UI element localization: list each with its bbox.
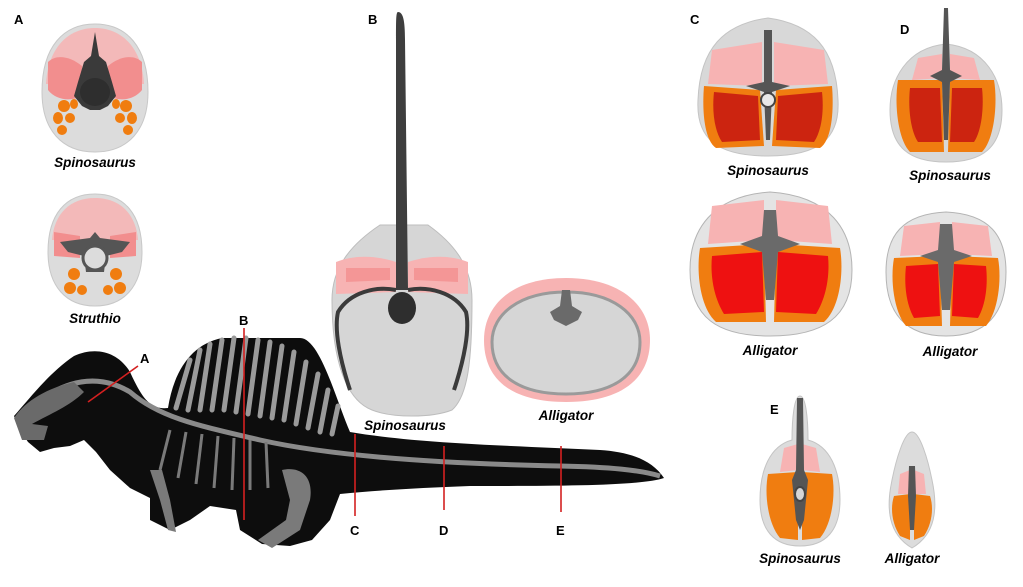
section-b-spinosaurus bbox=[331, 12, 473, 417]
section-marker-e: E bbox=[556, 523, 565, 538]
caption-a-spinosaurus: Spinosaurus bbox=[54, 155, 136, 170]
spinosaurus-skeleton bbox=[14, 335, 664, 548]
section-b-alligator bbox=[484, 278, 650, 402]
panel-e: E Spinosaurus Alligator bbox=[759, 395, 940, 566]
caption-e-spinosaurus: Spinosaurus bbox=[759, 551, 841, 566]
section-c-spinosaurus bbox=[697, 17, 839, 157]
section-marker-d: D bbox=[439, 523, 448, 538]
section-a-struthio bbox=[47, 193, 143, 307]
caption-a-struthio: Struthio bbox=[69, 311, 121, 326]
section-c-alligator bbox=[689, 191, 853, 337]
panel-b-label: B bbox=[368, 12, 377, 27]
panel-a-label: A bbox=[14, 12, 24, 27]
caption-e-alligator: Alligator bbox=[884, 551, 940, 566]
caption-d-alligator: Alligator bbox=[922, 344, 978, 359]
caption-c-alligator: Alligator bbox=[742, 343, 798, 358]
section-d-alligator bbox=[885, 211, 1007, 337]
panel-a: A Spinosaurus bbox=[14, 12, 149, 326]
section-e-alligator bbox=[888, 431, 936, 549]
caption-b-spinosaurus: Spinosaurus bbox=[364, 418, 446, 433]
panel-d-label: D bbox=[900, 22, 909, 37]
section-marker-a: A bbox=[140, 351, 150, 366]
sail-spines bbox=[173, 335, 341, 437]
section-e-spinosaurus bbox=[759, 395, 841, 547]
section-marker-c: C bbox=[350, 523, 360, 538]
section-a-spinosaurus bbox=[41, 23, 149, 153]
section-line-a bbox=[87, 365, 139, 403]
caption-d-spinosaurus: Spinosaurus bbox=[909, 168, 991, 183]
panel-b: B Spinosaurus Alligator bbox=[331, 12, 650, 433]
panel-d: D Spinosaurus Alligator bbox=[885, 8, 1007, 359]
caption-c-spinosaurus: Spinosaurus bbox=[727, 163, 809, 178]
panel-c: C Spinosaurus Alligator bbox=[689, 12, 853, 358]
panel-e-label: E bbox=[770, 402, 779, 417]
panel-c-label: C bbox=[690, 12, 700, 27]
section-d-spinosaurus bbox=[889, 8, 1003, 163]
skeleton-silhouette bbox=[14, 338, 664, 546]
caption-b-alligator: Alligator bbox=[538, 408, 594, 423]
section-markers: A B C D E bbox=[87, 313, 565, 538]
section-marker-b: B bbox=[239, 313, 248, 328]
